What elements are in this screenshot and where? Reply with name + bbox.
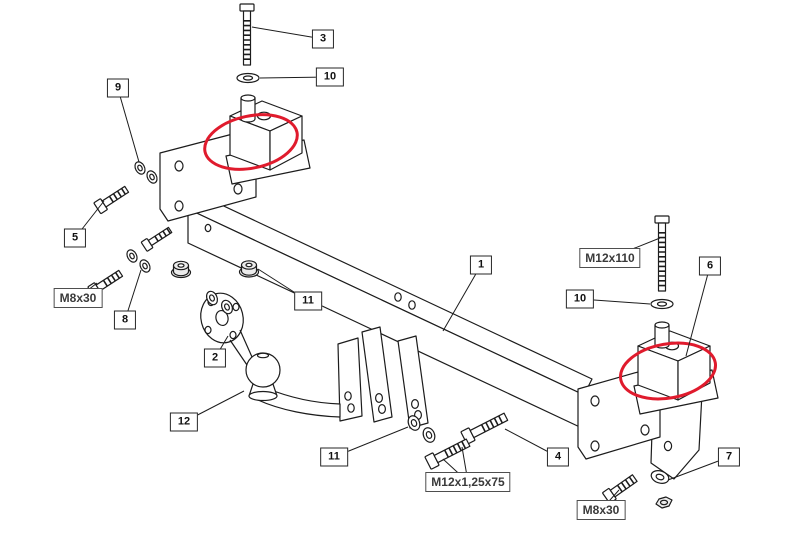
bolt-m8x30-right: [602, 474, 638, 504]
spacer-sleeve-right: [654, 321, 670, 349]
washer-9a: [134, 161, 146, 175]
callout-item-9: 9: [106, 78, 130, 98]
bolt-4: [460, 412, 509, 445]
flange-nut-11-upper: [238, 260, 260, 278]
callout-item-12: 12: [169, 412, 199, 432]
ball-mount-flange: [200, 292, 253, 366]
washer-8b: [139, 259, 151, 273]
bolt-5: [93, 185, 130, 215]
callout-item-5: 5: [63, 228, 87, 248]
callout-item-11-lower: 11: [320, 447, 348, 467]
bolt-m12-top: [239, 3, 255, 66]
flange-nut-left: [170, 260, 192, 279]
callout-item-8: 8: [113, 310, 137, 330]
main-crossbeam: [187, 192, 593, 430]
highlight-circle-right: [618, 341, 718, 401]
callout-item-7: 7: [717, 447, 741, 467]
bolt-m12x110: [654, 215, 670, 292]
bolt-m12x125x75: [424, 438, 471, 470]
nut-m8: [655, 496, 673, 509]
label-bolt-m12x125x75: M12x1,25x75: [425, 472, 511, 492]
washer-11-lower-b: [422, 427, 436, 443]
beam-support-straps: [361, 326, 429, 429]
towball-arm: [257, 337, 363, 422]
highlight-circle-left: [203, 113, 299, 171]
washer-8a: [126, 249, 138, 263]
washer-10-top: [236, 72, 260, 84]
callout-item-2: 2: [203, 348, 227, 368]
callout-item-11-upper: 11: [294, 291, 322, 311]
washer-11-lower-a: [407, 415, 421, 431]
tow-ball: [245, 352, 281, 402]
washer-10-right: [650, 298, 674, 310]
callout-item-10-right: 10: [565, 289, 595, 309]
bolt-small-left: [140, 226, 173, 252]
callout-item-4: 4: [546, 447, 570, 467]
label-bolt-m12x110: M12x110: [579, 248, 641, 268]
washer-flange-a: [205, 290, 219, 306]
callout-item-1: 1: [469, 255, 493, 275]
washer-flange-b: [220, 299, 234, 315]
callout-item-10-top: 10: [315, 67, 345, 87]
callout-item-3: 3: [311, 29, 335, 49]
label-bolt-m8x30-left: M8x30: [53, 288, 103, 308]
washer-9b: [146, 170, 158, 184]
label-bolt-m8x30-right: M8x30: [576, 500, 626, 520]
callout-item-6: 6: [698, 256, 722, 276]
